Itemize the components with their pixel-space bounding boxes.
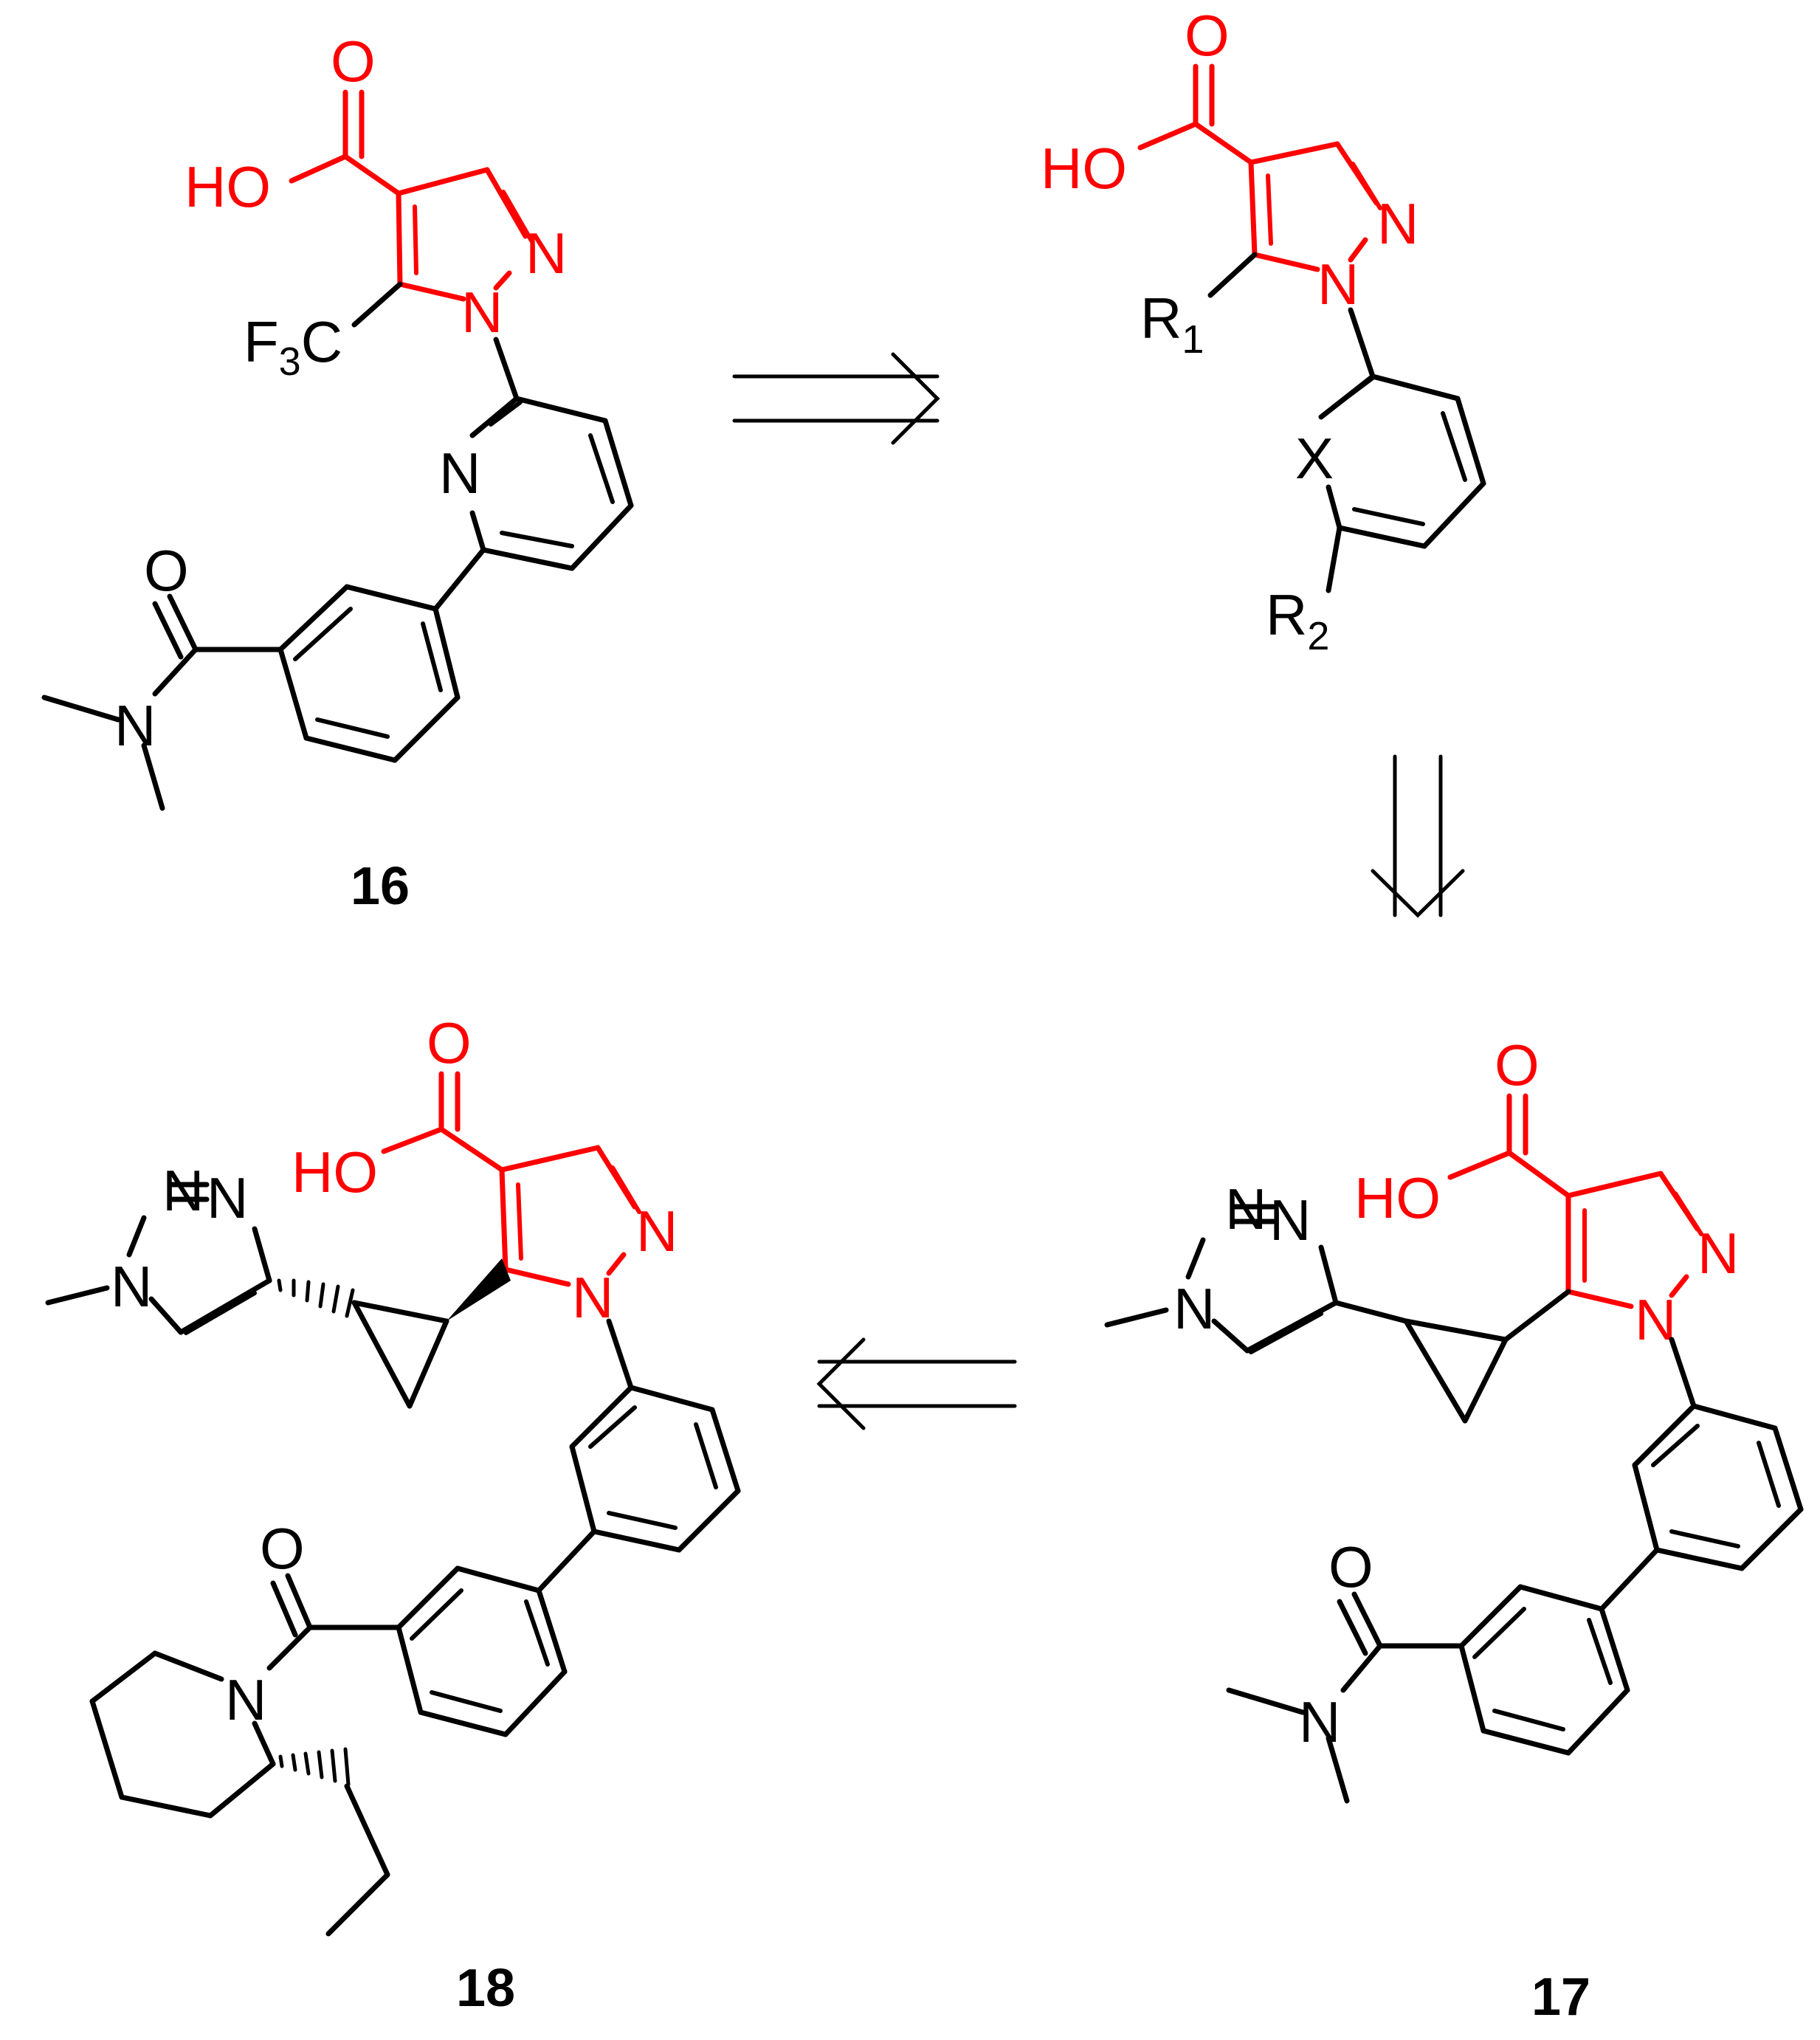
wedge-bond (447, 1258, 511, 1321)
retro-arrow-right (732, 352, 940, 445)
pyrazole-n1: N (1317, 252, 1359, 317)
amide-oxygen: O (1328, 1534, 1373, 1599)
carbonyl-oxygen: O (1185, 3, 1230, 68)
amide-nitrogen: N (114, 693, 156, 758)
compound-17-id: 17 (1531, 1968, 1590, 2027)
scaffold-labels-17: N N N O N 17 (1173, 1176, 1590, 2027)
hash-bond-propyl (278, 1747, 351, 1787)
triazole-n1: N (1173, 1276, 1215, 1341)
core-labels-generic: O HO N N (1041, 3, 1419, 317)
retro-arrow-left (816, 1337, 1017, 1430)
generic-scaffold: O HO N N R1 X R2 (1041, 3, 1486, 658)
pyrazole-n2: N (525, 221, 567, 286)
pyrazole-n1: N (1635, 1287, 1676, 1352)
triazole-n2: N (162, 1158, 204, 1223)
core-labels-17: O HO N N (1354, 1033, 1739, 1352)
scaffold-bonds-17 (1104, 1204, 1804, 1804)
compound-18: O HO N N (45, 1010, 741, 2018)
triazole-n2: N (1225, 1176, 1266, 1241)
pyrazole-n1: N (461, 280, 503, 345)
core-labels-18: O HO N N (292, 1010, 678, 1330)
pyrazole-n2: N (1377, 191, 1419, 256)
pyrazole-n2: N (1697, 1221, 1739, 1286)
hydroxyl-label: HO (1354, 1165, 1441, 1230)
amide-oxygen: O (260, 1516, 305, 1581)
pyrazole-acid-core (1447, 1093, 1703, 1309)
amide-oxygen: O (144, 538, 189, 603)
hydroxyl-label: HO (1041, 136, 1127, 201)
x-ring-atom: X (1295, 426, 1334, 491)
amide-nitrogen: N (1299, 1689, 1340, 1754)
cf3-label: F3C (244, 309, 342, 384)
pyrazole-acid-core (289, 89, 534, 302)
stereo-bonds-18 (277, 1258, 511, 1787)
r2-substituent: R2 (1266, 582, 1329, 658)
hydroxyl-label: HO (292, 1140, 378, 1205)
compound-16: O HO N N (41, 29, 634, 916)
pyrazole-acid-core (381, 1071, 641, 1287)
carbonyl-oxygen: O (1495, 1033, 1540, 1097)
scaffold-bonds-16 (41, 281, 634, 811)
scaffold-bonds-generic (1207, 252, 1486, 593)
core-labels-16: O HO N N (185, 29, 567, 345)
pyridine-nitrogen: N (439, 441, 480, 506)
pyrazole-n1: N (572, 1265, 613, 1330)
scaffold-labels-18: N N N O N 18 (111, 1158, 515, 2018)
pyrazole-acid-core (1137, 63, 1382, 272)
triazole-n3: N (207, 1165, 248, 1230)
hash-bond-triazole (277, 1278, 355, 1318)
pyrazole-n2: N (636, 1199, 678, 1264)
scaffold-labels-16: F3C N O N 16 (114, 309, 480, 916)
carbonyl-oxygen: O (331, 29, 376, 94)
r1-substituent: R1 (1140, 286, 1204, 362)
compound-18-id: 18 (456, 1959, 515, 2018)
compound-16-id: 16 (351, 857, 410, 916)
triazole-n1: N (111, 1254, 152, 1319)
piperidine-nitrogen: N (225, 1667, 266, 1732)
retro-arrow-down (1371, 754, 1465, 918)
scaffold-labels-generic: R1 X R2 (1140, 286, 1334, 658)
compound-17: O HO N N (1104, 1033, 1804, 2027)
carbonyl-oxygen: O (427, 1010, 472, 1075)
hydroxyl-label: HO (185, 154, 271, 219)
scaffold-bonds-18 (45, 1182, 741, 1937)
triazole-n3: N (1269, 1188, 1311, 1252)
